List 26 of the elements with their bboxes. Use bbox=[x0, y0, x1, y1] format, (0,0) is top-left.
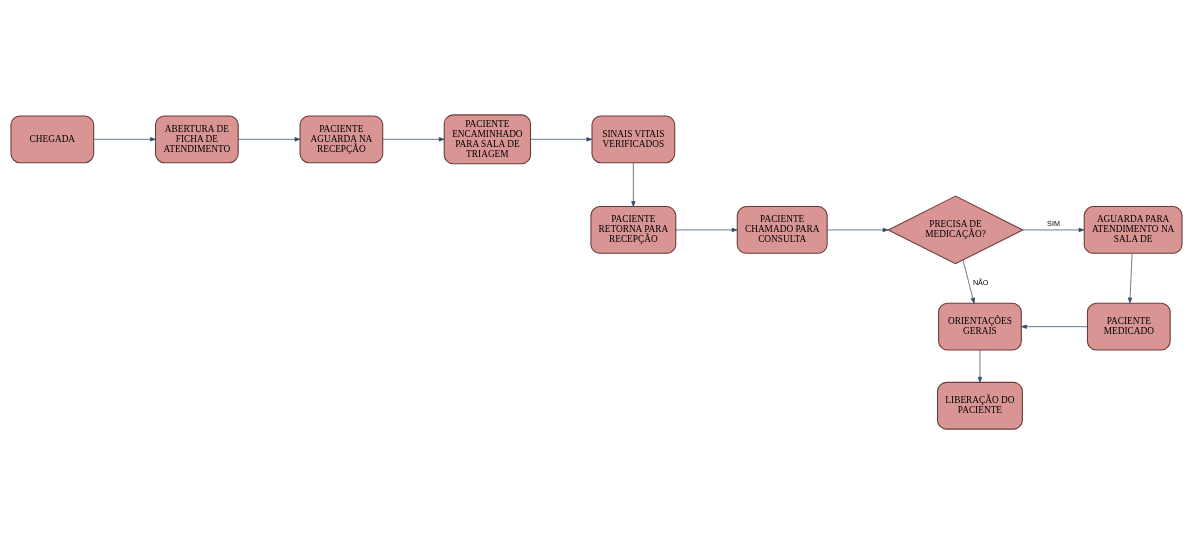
node-box: PACIENTE CHAMADO PARA CONSULTA bbox=[736, 206, 828, 254]
arrow bbox=[382, 137, 445, 142]
node-box: LIBERAÇÃO DO PACIENTE bbox=[937, 381, 1023, 430]
arrow bbox=[238, 137, 301, 142]
arrow bbox=[1021, 324, 1088, 329]
node-box: ABERTURA DE FICHA DE ATENDIMENTO bbox=[154, 115, 239, 164]
node-box: SINAIS VITAIS VERIFICADOS bbox=[591, 115, 676, 164]
node-diamond: PRECISA DE MEDICAÇÃO? bbox=[887, 195, 1024, 265]
node-box: PACIENTE ENCAMINHADO PARA SALA DE TRIAGEM bbox=[443, 114, 532, 165]
node-box: PACIENTE MEDICADO bbox=[1086, 302, 1171, 351]
arrow bbox=[977, 349, 983, 383]
arrow bbox=[530, 137, 593, 142]
edge-label: NÃO bbox=[972, 278, 989, 288]
arrow bbox=[93, 137, 156, 142]
arrow bbox=[675, 227, 738, 233]
arrow bbox=[1127, 253, 1133, 304]
node-box: AGUARDA PARA ATENDIMENTO NA SALA DE bbox=[1083, 206, 1183, 254]
edge-label: SIM bbox=[1047, 218, 1060, 228]
arrow bbox=[826, 227, 889, 233]
node-box: CHEGADA bbox=[10, 115, 95, 164]
arrow bbox=[631, 162, 636, 207]
node-box: PACIENTE RETORNA PARA RECEPÇÃO bbox=[590, 206, 677, 254]
node-box: PACIENTE AGUARDA NA RECEPÇÃO bbox=[299, 115, 384, 164]
node-box: ORIENTAÇÕES GERAIS bbox=[938, 302, 1022, 351]
arrow bbox=[962, 259, 975, 304]
arrow bbox=[1022, 227, 1085, 233]
